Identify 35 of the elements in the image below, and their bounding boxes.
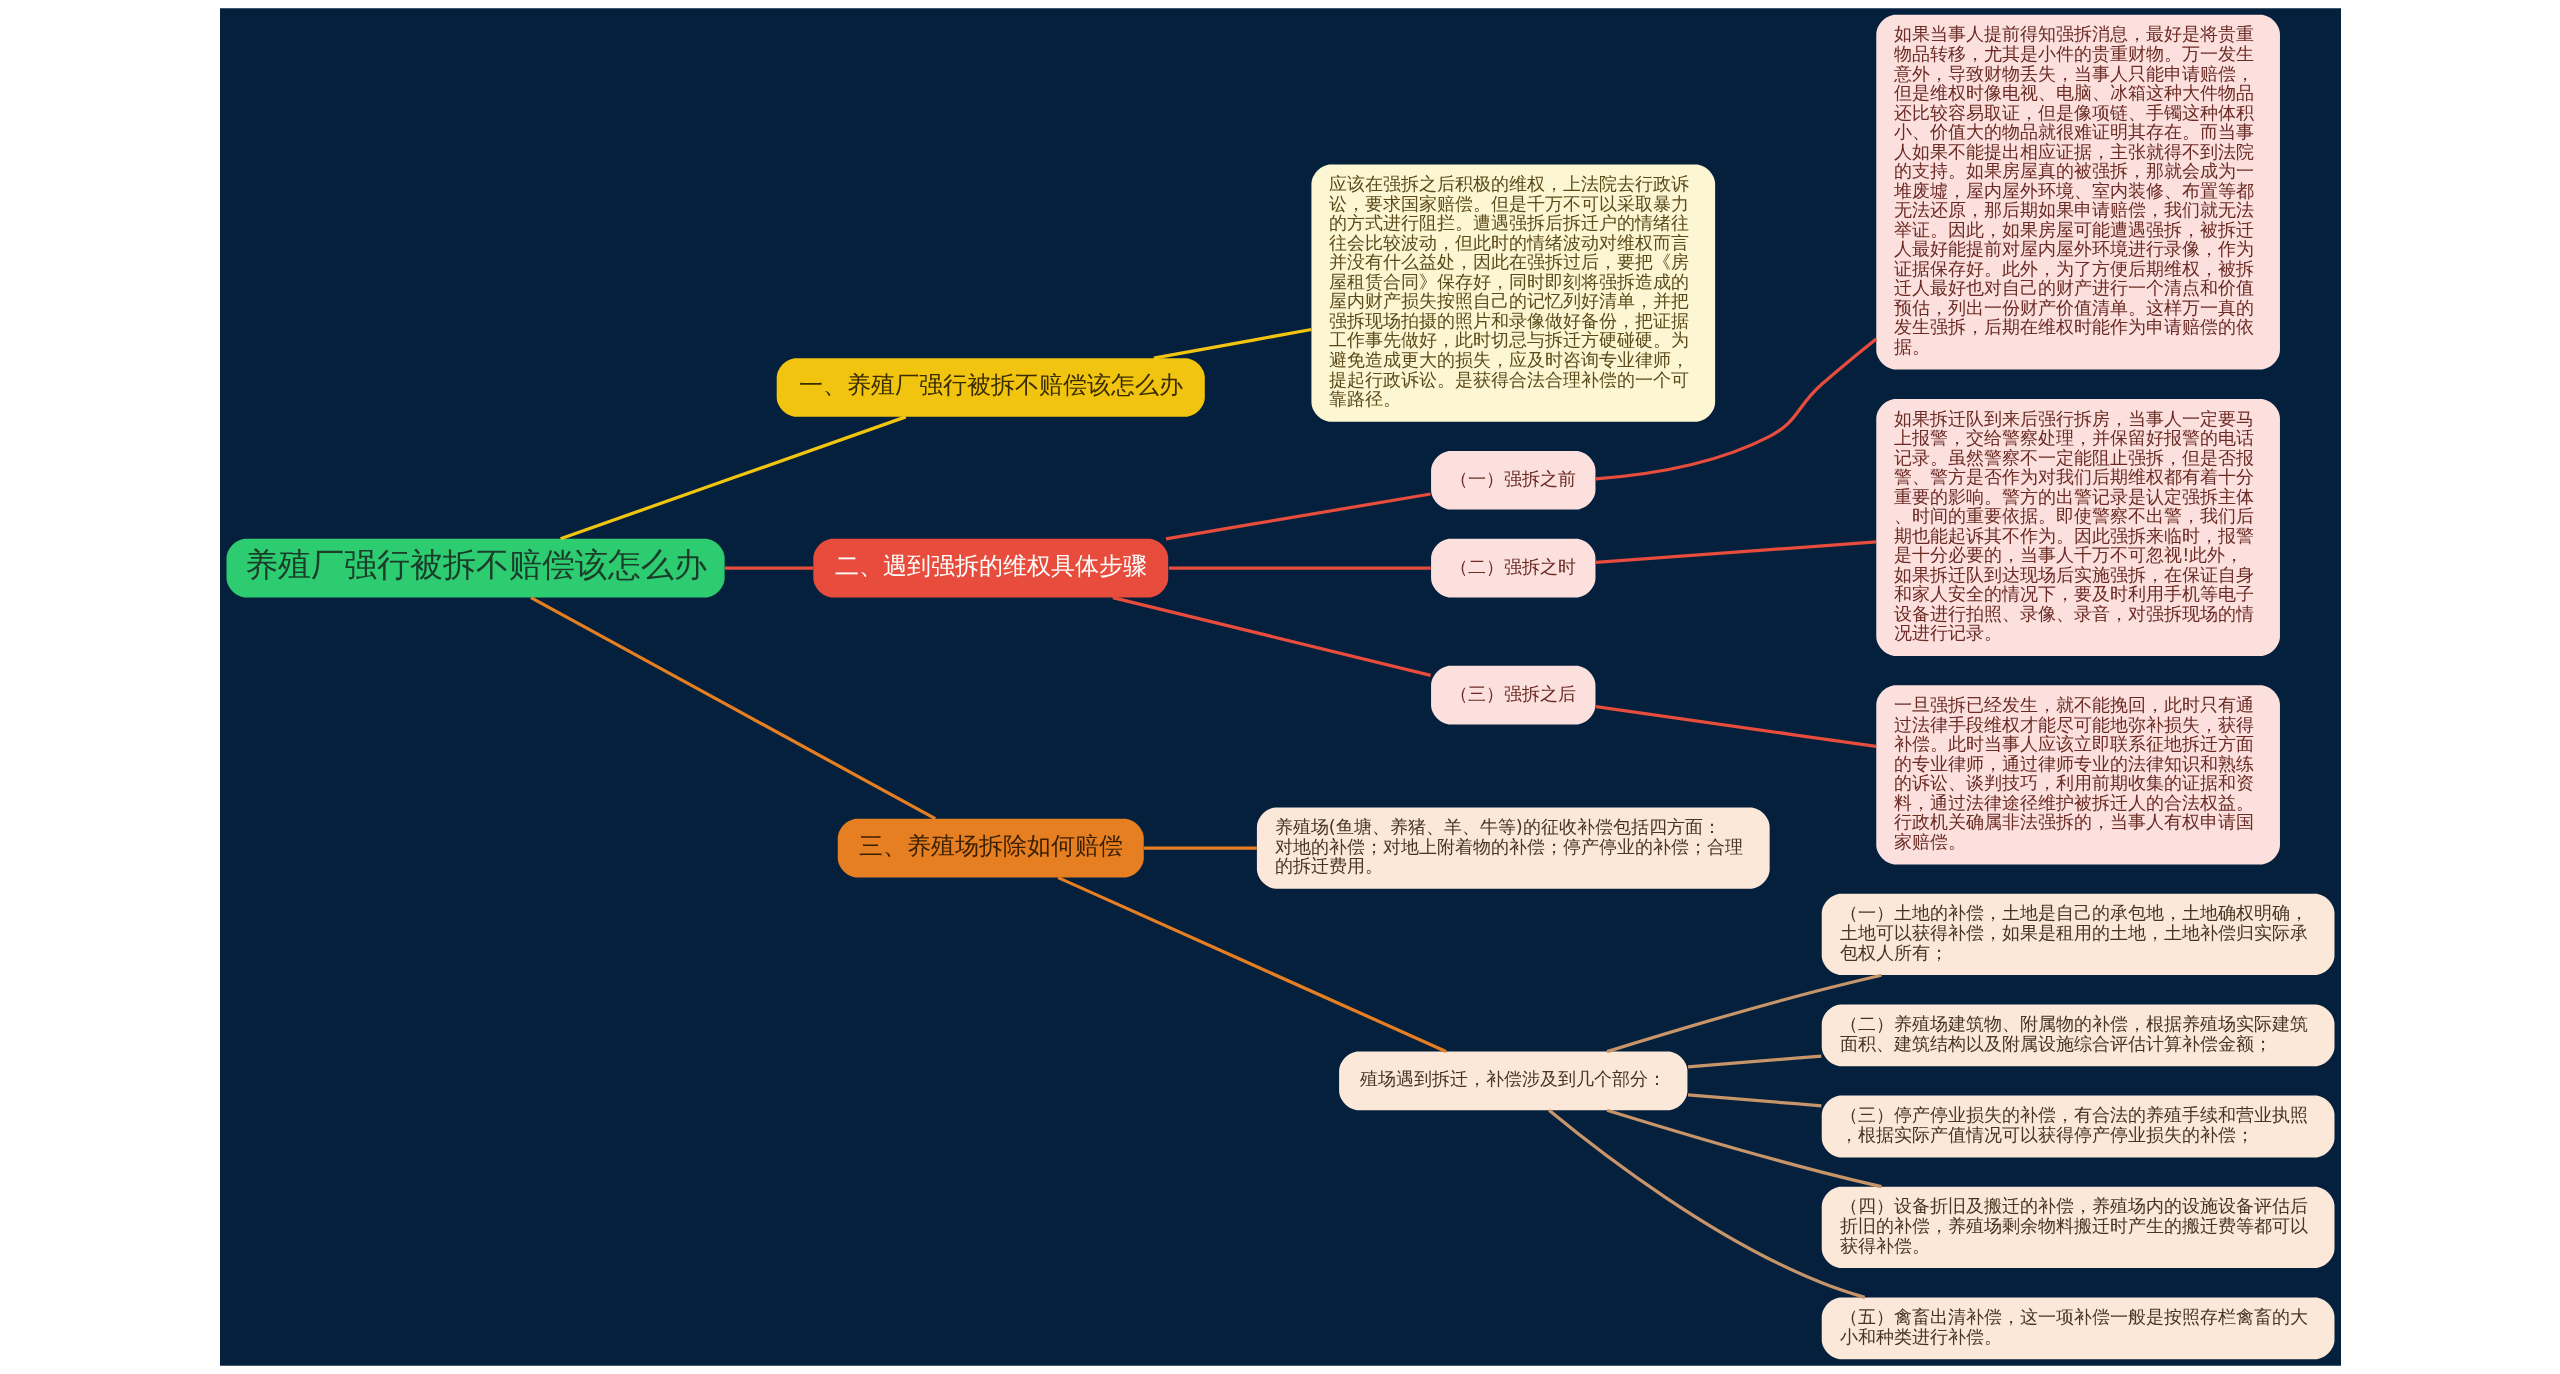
connector (559, 415, 906, 541)
connector (1153, 327, 1312, 360)
connector (1687, 1054, 1822, 1069)
node-box: （二）养殖场建筑物、附属物的补偿，根据养殖场实际建筑面积、建筑结构以及附属设施综合评估计算补偿金额； (1821, 1004, 2334, 1067)
connector (1595, 540, 1876, 564)
connector (1143, 846, 1257, 850)
connector (1056, 876, 1447, 1053)
node-box: （二）强拆之时 (1430, 538, 1595, 598)
node-box: 殖场遇到拆迁，补偿涉及到几个部分： (1338, 1051, 1687, 1111)
connector (1687, 1093, 1822, 1108)
node-box: （四）设备折旧及搬迁的补偿，养殖场内的设施设备评估后折旧的补偿，养殖场剩余物料搬迁时产生的搬迁费等都可以获得补偿。 (1821, 1186, 2334, 1269)
node-box: （三）强拆之后 (1430, 665, 1595, 725)
node-box: 应该在强拆之后积极的维权，上法院去行政诉讼，要求国家赔偿。但是千万不可以采取暴力的方式进行阻拦。遭遇强拆后拆迁户的情绪往往会比较波动，但此时的情绪波动对维权而言并没有什么益处，因此在强拆过后，要把《房屋租赁合同》保存好，同时即刻将强拆造成的屋内财产损失按照自己的记忆列好清单，并把强拆现场拍摄的照片和录像做好备份，把证据工作事先做好，此时切忌与拆迁方硬碰硬。为避免造成更大的损失，应及时咨询专业律师，提起行政诉讼。是获得合法合理补偿的一个可靠路径。 (1310, 164, 1715, 422)
connector (1168, 566, 1431, 570)
connector (1606, 1108, 1882, 1189)
connector (724, 566, 813, 570)
connector (1595, 705, 1876, 749)
connector (1111, 596, 1431, 677)
connector (1595, 337, 1877, 481)
node-box: 二、遇到强拆的维权具体步骤 (812, 538, 1168, 598)
node-box: 一旦强拆已经发生，就不能挽回，此时只有通过法律手段维权才能尽可能地弥补损失，获得补偿。此时当事人应该立即联系征地拆迁方面的专业律师，通过律师专业的法律知识和熟练的诉讼、谈判技巧，利用前期收集的证据和资料，通过法律途径维护被拆迁人的合法权益。行政机关确属非法强拆的，当事人有权申请国家赔偿。 (1875, 685, 2280, 865)
node-box: 养殖场(鱼塘、养猪、羊、牛等)的征收补偿包括四方面：对地的补偿；对地上附着物的补偿；停产停业的补偿；合理的拆迁费用。 (1256, 807, 1770, 889)
node-box: 一、养殖厂强行被拆不赔偿该怎么办 (776, 358, 1205, 417)
connector (1165, 492, 1431, 541)
node-box: （一）土地的补偿，土地是自己的承包地，土地确权明确，土地可以获得补偿，如果是租用的土地，土地补偿归实际承包权人所有； (1821, 893, 2334, 976)
node-box: （一）强拆之前 (1430, 450, 1595, 510)
connector (1547, 1109, 1865, 1299)
connector (1606, 973, 1882, 1054)
connector (529, 596, 936, 821)
node-box: 养殖厂强行被拆不赔偿该怎么办 (226, 538, 725, 598)
node-box: （五）禽畜出清补偿，这一项补偿一般是按照存栏禽畜的大小和种类进行补偿。 (1821, 1297, 2334, 1360)
node-box: （三）停产停业损失的补偿，有合法的养殖手续和营业执照，根据实际产值情况可以获得停产停业损失的补偿； (1821, 1095, 2334, 1158)
node-box: 如果当事人提前得知强拆消息，最好是将贵重物品转移，尤其是小件的贵重财物。万一发生意外，导致财物丢失，当事人只能申请赔偿，但是维权时像电视、电脑、冰箱这种大件物品还比较容易取证，但是像项链、手镯这种体积小、价值大的物品就很难证明其存在。而当事人如果不能提出相应证据，主张就得不到法院的支持。如果房屋真的被强拆，那就会成为一堆废墟，屋内屋外环境、室内装修、布置等都无法还原，那后期如果申请赔偿，我们就无法举证。因此，如果房屋可能遭遇强拆，被拆迁人最好能提前对屋内屋外环境进行录像，作为证据保存好。此外，为了方便后期维权，被拆迁人最好也对自己的财产进行一个清点和价值预估，列出一份财产价值清单。这样万一真的发生强拆，后期在维权时能作为申请赔偿的依据。 (1875, 14, 2280, 370)
node-box: 如果拆迁队到来后强行拆房，当事人一定要马上报警，交给警察处理，并保留好报警的电话记录。虽然警察不一定能阻止强拆，但是否报警、警方是否作为对我们后期维权都有着十分重要的影响。警方的出警记录是认定强拆主体、时间的重要依据。即使警察不出警，我们后期也能起诉其不作为。因此强拆来临时，报警是十分必要的，当事人千万不可忽视!此外，如果拆迁队到达现场后实施强拆，在保证自身和家人安全的情况下，要及时利用手机等电子设备进行拍照、录像、录音，对强拆现场的情况进行记录。 (1875, 398, 2280, 657)
node-box: 三、养殖场拆除如何赔偿 (837, 818, 1144, 878)
